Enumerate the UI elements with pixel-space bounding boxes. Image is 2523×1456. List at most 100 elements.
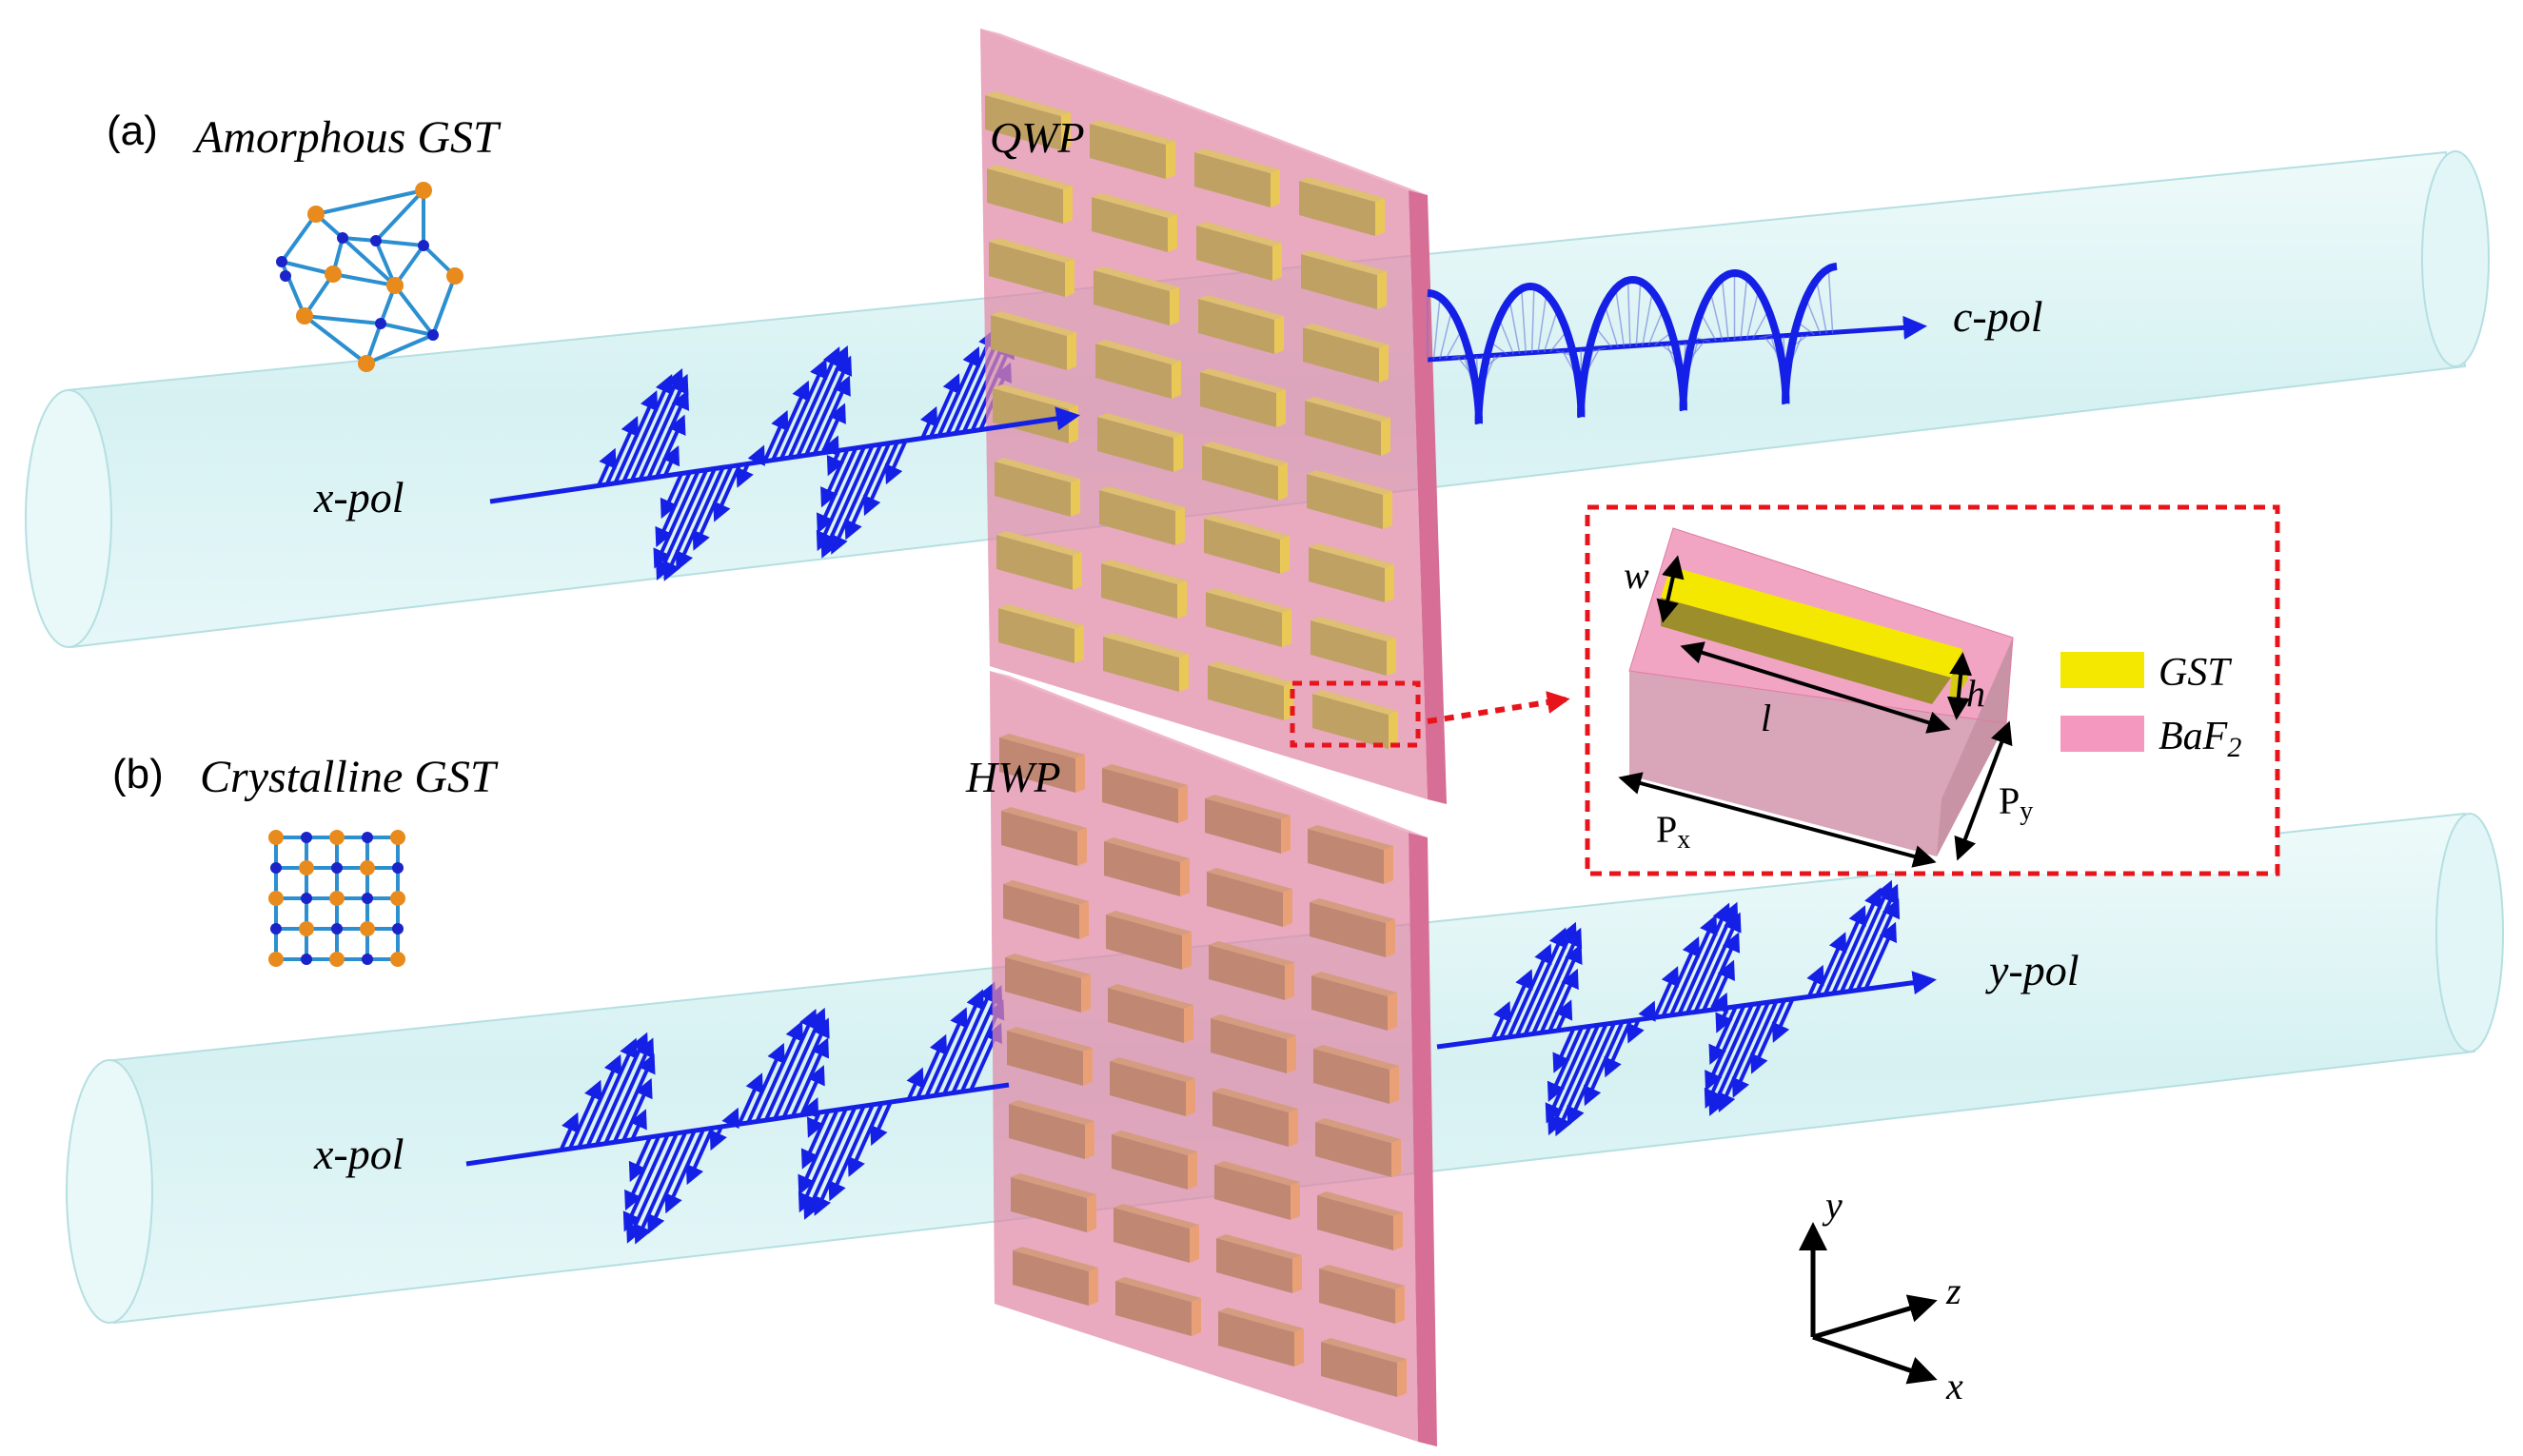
gst-brick-amorphous xyxy=(1307,470,1392,529)
polarization-arrow xyxy=(1771,998,1795,1043)
polarization-arrow xyxy=(1863,921,1897,991)
polarization-arrow xyxy=(1806,964,1824,998)
polarization-arrow xyxy=(800,1110,831,1170)
gst-brick-crystalline xyxy=(1102,764,1188,823)
panel-b-letter: (b) xyxy=(112,751,164,797)
polarization-arrow xyxy=(685,1127,715,1186)
px-label: Px xyxy=(1656,808,1690,855)
helix-vector xyxy=(1508,299,1521,354)
helix-vector xyxy=(1537,293,1547,353)
polarization-arrow xyxy=(737,1072,763,1126)
polarization-arrow xyxy=(847,1102,884,1177)
polarization-arrow xyxy=(806,1112,825,1138)
polarization-arrow xyxy=(816,447,857,534)
qwp-plate xyxy=(980,29,1447,804)
polarization-arrow xyxy=(628,1136,652,1183)
polarization-arrow xyxy=(1638,1000,1656,1022)
gst-brick-amorphous xyxy=(1206,588,1291,647)
gst-brick-crystalline xyxy=(1112,1131,1197,1190)
polarization-arrow xyxy=(1554,1023,1608,1137)
polarization-arrow xyxy=(798,1108,848,1213)
polarization-arrow xyxy=(736,462,754,488)
gst-brick-amorphous xyxy=(1198,295,1284,354)
polarization-arrow xyxy=(622,1133,670,1232)
py-label: Py xyxy=(1999,779,2033,826)
propagation-axis-b-in xyxy=(465,1082,1010,1167)
helix-vector xyxy=(1543,309,1559,353)
gst-brick-crystalline xyxy=(1308,825,1393,884)
polarization-arrow xyxy=(1626,1018,1645,1044)
helix-vector xyxy=(1709,291,1724,342)
helix-vector xyxy=(1721,278,1729,341)
polarization-arrow xyxy=(755,1020,803,1123)
propagation-axis-a-in xyxy=(489,406,1080,504)
gst-brick-crystalline xyxy=(1110,1057,1195,1116)
polarization-arrow xyxy=(604,415,639,486)
axis-y-label: y xyxy=(1822,1184,1843,1227)
gst-brick-amorphous xyxy=(1099,486,1185,545)
polarization-arrow xyxy=(559,1112,580,1151)
gst-brick-crystalline xyxy=(1313,1045,1399,1104)
gst-brick-crystalline xyxy=(1212,1088,1298,1147)
helix-vector xyxy=(1432,297,1441,360)
polarization-arrow xyxy=(813,1105,866,1216)
c-pol-wave xyxy=(1427,263,1838,425)
polarization-arrow xyxy=(1652,966,1679,1019)
helix-vector xyxy=(1647,309,1665,346)
panel-b-input-label: x-pol xyxy=(313,1130,404,1178)
polarization-arrow xyxy=(709,1126,727,1151)
polarization-arrow xyxy=(803,355,853,457)
gst-brick-crystalline xyxy=(999,734,1085,793)
polarization-arrow xyxy=(826,449,845,477)
polarization-arrow xyxy=(1515,927,1567,1037)
polarization-arrow xyxy=(1554,999,1573,1032)
polarization-arrow xyxy=(624,1134,661,1211)
gst-brick-amorphous xyxy=(1095,340,1181,399)
gst-brick-crystalline xyxy=(1214,1161,1300,1220)
helix-vector xyxy=(1745,289,1760,340)
polarization-arrow xyxy=(1490,1000,1511,1040)
gst-brick-amorphous xyxy=(995,458,1080,517)
polarization-arrow xyxy=(646,389,690,480)
polarization-arrow xyxy=(781,1017,830,1119)
polarization-arrow xyxy=(933,989,984,1097)
polarization-arrow xyxy=(1731,1000,1779,1098)
axis-z-label: z xyxy=(1945,1269,1961,1312)
gst-brick-crystalline xyxy=(1211,1014,1296,1073)
h-label: h xyxy=(1966,672,1985,715)
legend-baf2-label: BaF2 xyxy=(2158,715,2241,763)
polarization-arrow xyxy=(820,448,850,508)
polarization-arrow xyxy=(1831,887,1882,995)
helix-vector xyxy=(1614,288,1626,347)
py-dimension xyxy=(1954,720,2013,861)
polarization-arrow xyxy=(1552,1027,1576,1073)
polarization-arrow xyxy=(844,443,891,541)
gst-brick-crystalline xyxy=(1013,1247,1098,1306)
helix-vector xyxy=(1827,268,1834,334)
coordinate-axes: y z x xyxy=(1799,1184,1963,1407)
polarization-arrow xyxy=(692,465,734,551)
gst-brick-crystalline xyxy=(1007,1027,1093,1086)
polarization-arrow xyxy=(1693,912,1742,1013)
gst-brick-amorphous xyxy=(1196,222,1282,281)
gst-brick-crystalline xyxy=(1218,1308,1304,1367)
gst-brick-crystalline xyxy=(1207,868,1292,927)
legend-baf2-swatch xyxy=(2060,716,2144,752)
polarization-arrow xyxy=(713,464,741,522)
polarization-arrow xyxy=(1750,999,1786,1074)
helix-vector xyxy=(1520,288,1527,354)
gst-brick-amorphous xyxy=(1097,413,1183,472)
polarization-arrow xyxy=(798,1109,839,1195)
helix-vector xyxy=(1445,329,1463,360)
gst-brick-amorphous xyxy=(1103,633,1189,692)
gst-brick-amorphous xyxy=(996,531,1082,590)
gst-brick-amorphous xyxy=(1305,397,1390,456)
polarization-arrow xyxy=(828,1104,875,1202)
gst-brick-crystalline xyxy=(1106,911,1192,970)
gst-brick-amorphous xyxy=(998,604,1084,663)
polarization-arrow xyxy=(1855,897,1901,992)
polarization-arrow xyxy=(621,373,674,483)
panel-b-title: Crystalline GST xyxy=(200,752,499,802)
zoom-highlight xyxy=(1290,680,1570,748)
